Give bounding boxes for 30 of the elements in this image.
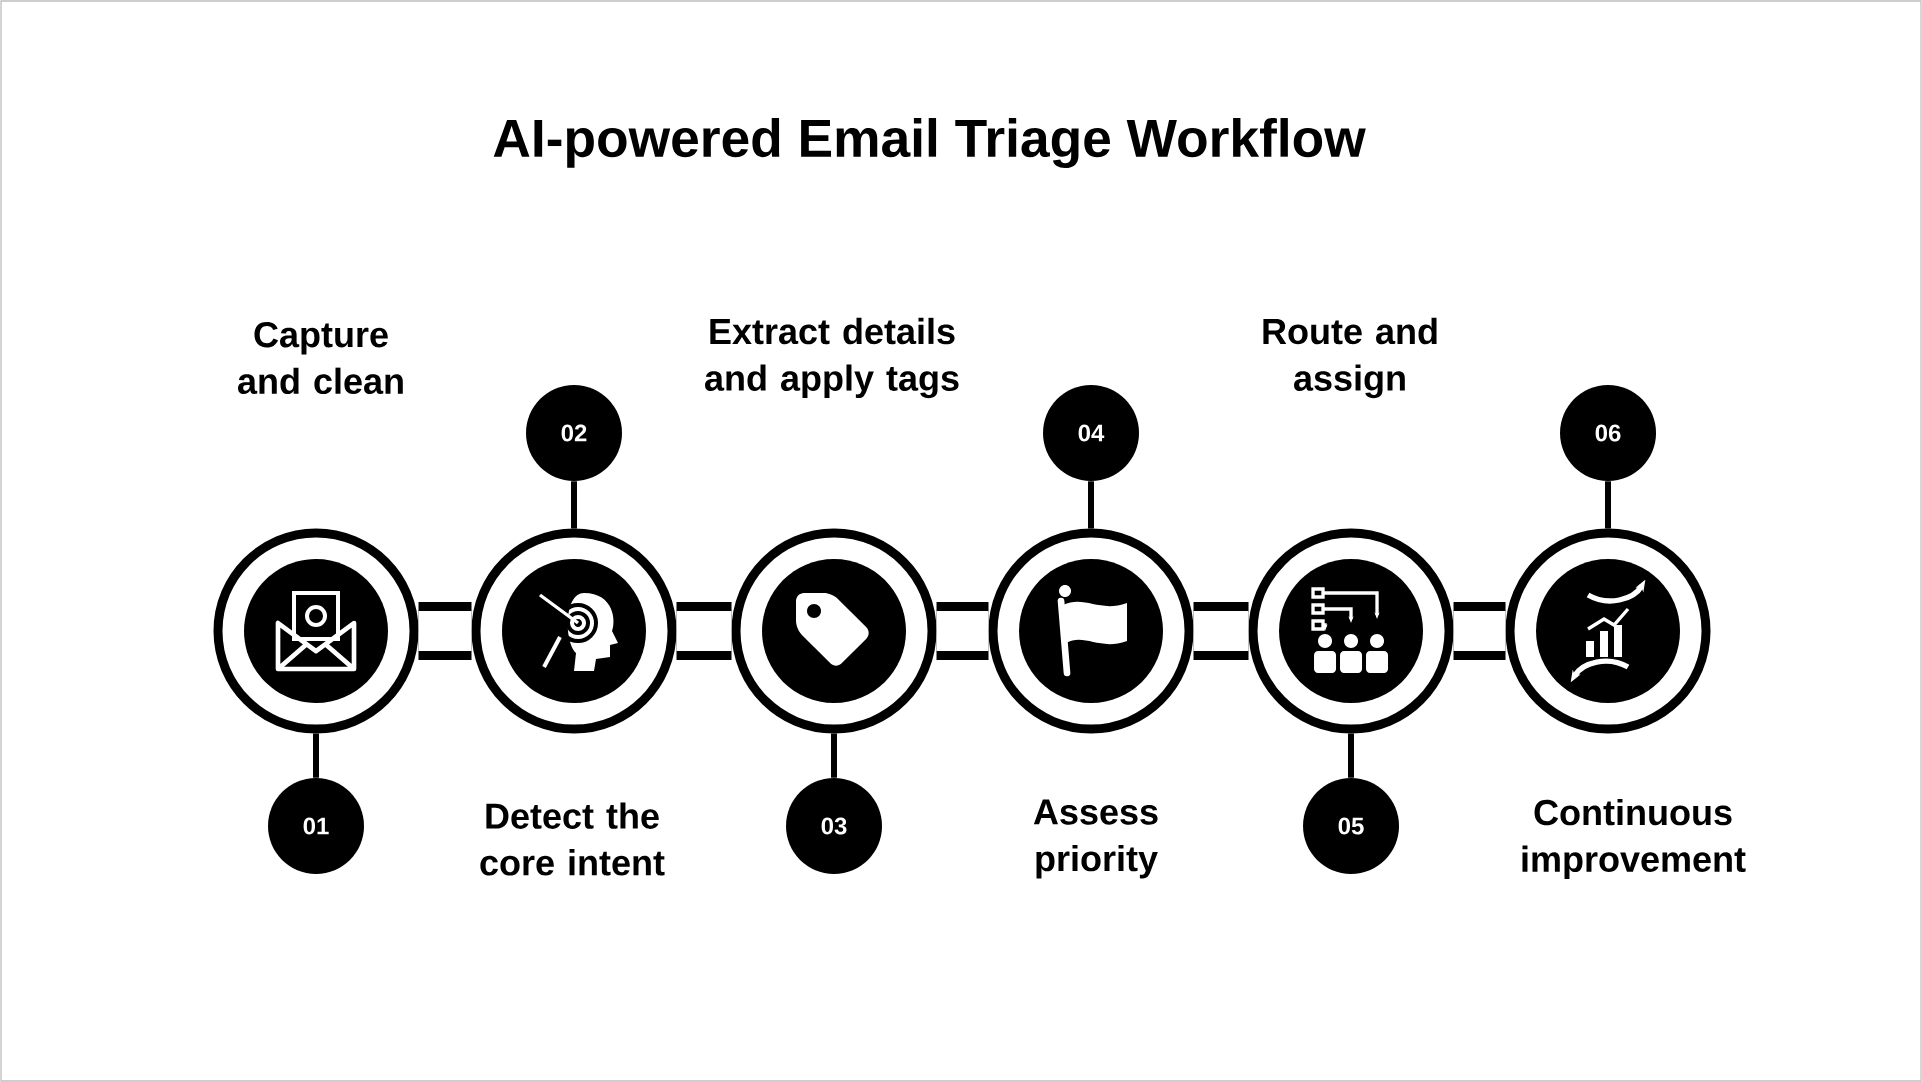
band-connector xyxy=(936,602,989,660)
step-circle xyxy=(471,528,677,734)
connector-line xyxy=(313,733,319,778)
band-connector xyxy=(676,602,732,660)
number-badge: 01 xyxy=(268,778,364,874)
number-badge: 04 xyxy=(1043,385,1139,481)
number-badge: 03 xyxy=(786,778,882,874)
step-label: Detect the core intent xyxy=(480,802,665,876)
step-label: Assess priority xyxy=(1033,799,1158,879)
step-label: Capture and clean xyxy=(238,321,403,395)
connector-line xyxy=(1088,481,1094,529)
band-connector xyxy=(1193,602,1249,660)
band-connector xyxy=(1453,602,1506,660)
step-circle xyxy=(988,528,1194,734)
connector-line xyxy=(571,481,577,529)
step-circle xyxy=(731,528,937,734)
step-label: Extract details and apply tags xyxy=(705,317,959,399)
step-label: Continuous improvement xyxy=(1522,798,1746,880)
band-connector xyxy=(418,602,472,660)
step-label: Route and assign xyxy=(1263,317,1437,399)
number-badge: 06 xyxy=(1560,385,1656,481)
number-badge: 02 xyxy=(526,385,622,481)
connector-line xyxy=(831,733,837,778)
step-circle xyxy=(213,528,419,734)
connector-line xyxy=(1605,481,1611,529)
number-badge: 05 xyxy=(1303,778,1399,874)
step-circle xyxy=(1248,528,1454,734)
step-circle xyxy=(1505,528,1711,734)
connector-line xyxy=(1348,733,1354,778)
title: AI-powered Email Triage Workflow xyxy=(493,118,1366,168)
